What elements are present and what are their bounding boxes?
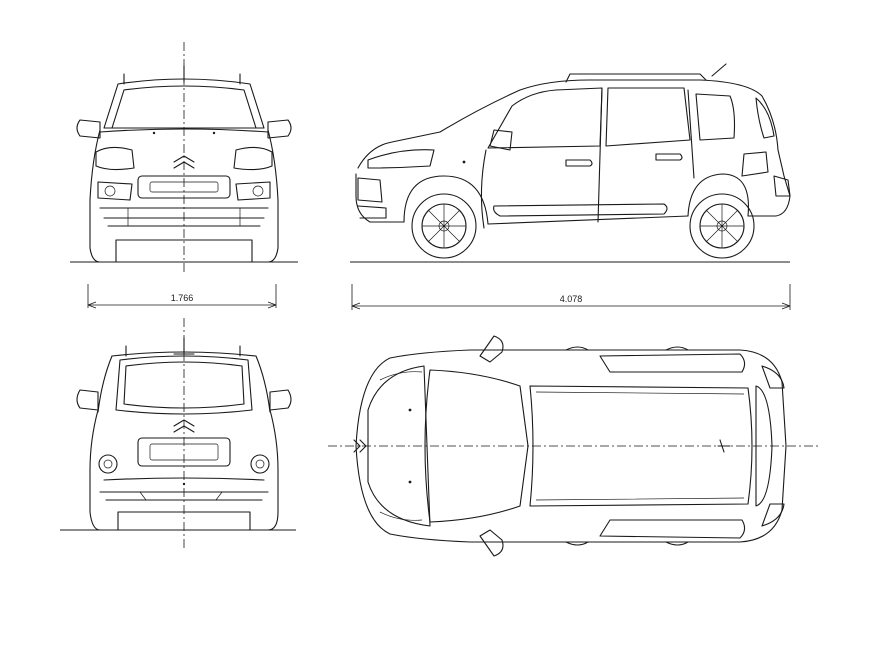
side-view (350, 63, 791, 263)
top-view (328, 335, 818, 557)
front-view (70, 42, 298, 272)
length-dimension-label: 4.078 (560, 294, 583, 304)
rear-view (60, 318, 296, 548)
dimension-lines (87, 284, 791, 310)
width-dimension-label: 1.766 (171, 293, 194, 303)
